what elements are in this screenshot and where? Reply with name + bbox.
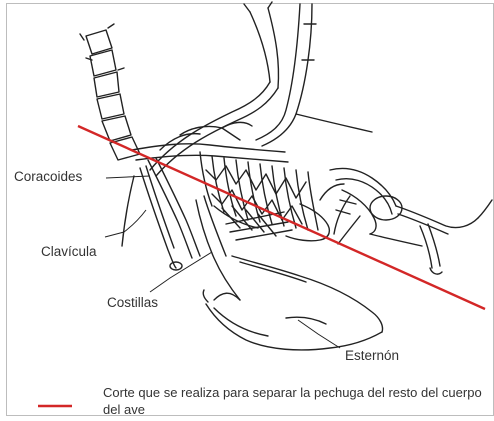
clavicle-bone <box>122 166 182 270</box>
coracoides-label: Coracoides <box>14 170 82 184</box>
shoulder-region <box>132 122 288 162</box>
costillas-leader-line <box>150 252 212 292</box>
costillas-label: Costillas <box>107 296 158 310</box>
esternon-leader-line <box>298 320 340 348</box>
esternon-label: Esternón <box>345 349 399 363</box>
ribs <box>200 152 329 241</box>
coracoid-bone <box>148 158 200 258</box>
clavicula-label: Clavícula <box>41 245 97 259</box>
leader-lines <box>105 176 340 348</box>
legend-text: Corte que se realiza para separar la pec… <box>103 384 488 418</box>
pelvis-and-leg <box>320 168 492 274</box>
sternum-keel <box>196 196 383 350</box>
cut-line <box>78 126 485 309</box>
